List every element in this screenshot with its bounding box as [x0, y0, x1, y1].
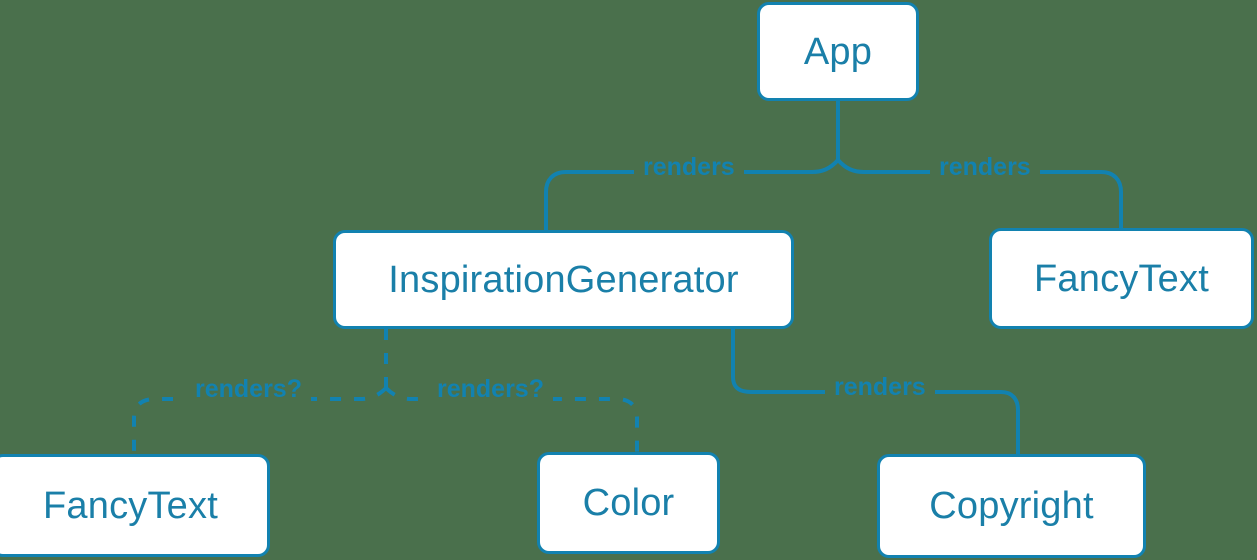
edge-app-to-inspgen — [544, 158, 840, 230]
node-app-label: App — [803, 30, 873, 73]
edge-label-app-to-inspiration-generator: renders — [634, 155, 744, 180]
edge-app-to-fancytext — [836, 158, 1123, 228]
node-inspiration-generator-label: InspirationGenerator — [388, 258, 739, 301]
node-color[interactable]: Color — [537, 452, 720, 554]
node-copyright-label: Copyright — [929, 485, 1094, 527]
edge-inspgen-to-fancytext-left — [132, 386, 388, 454]
edge-label-inspiration-generator-to-fancytext: renders? — [186, 377, 311, 402]
node-fancytext-left-label: FancyText — [43, 484, 218, 527]
edge-label-app-to-fancytext: renders — [930, 155, 1040, 180]
node-inspiration-generator[interactable]: InspirationGenerator — [333, 230, 794, 329]
node-copyright[interactable]: Copyright — [877, 454, 1146, 558]
node-fancytext-right[interactable]: FancyText — [989, 228, 1254, 329]
node-fancytext-right-label: FancyText — [1034, 257, 1209, 300]
edge-label-inspiration-generator-to-copyright: renders — [825, 375, 935, 400]
node-fancytext-left[interactable]: FancyText — [0, 454, 270, 557]
edge-label-inspiration-generator-to-color: renders? — [428, 377, 553, 402]
node-app[interactable]: App — [757, 2, 919, 101]
edge-inspgen-to-color — [384, 386, 639, 452]
node-color-label: Color — [582, 482, 675, 524]
